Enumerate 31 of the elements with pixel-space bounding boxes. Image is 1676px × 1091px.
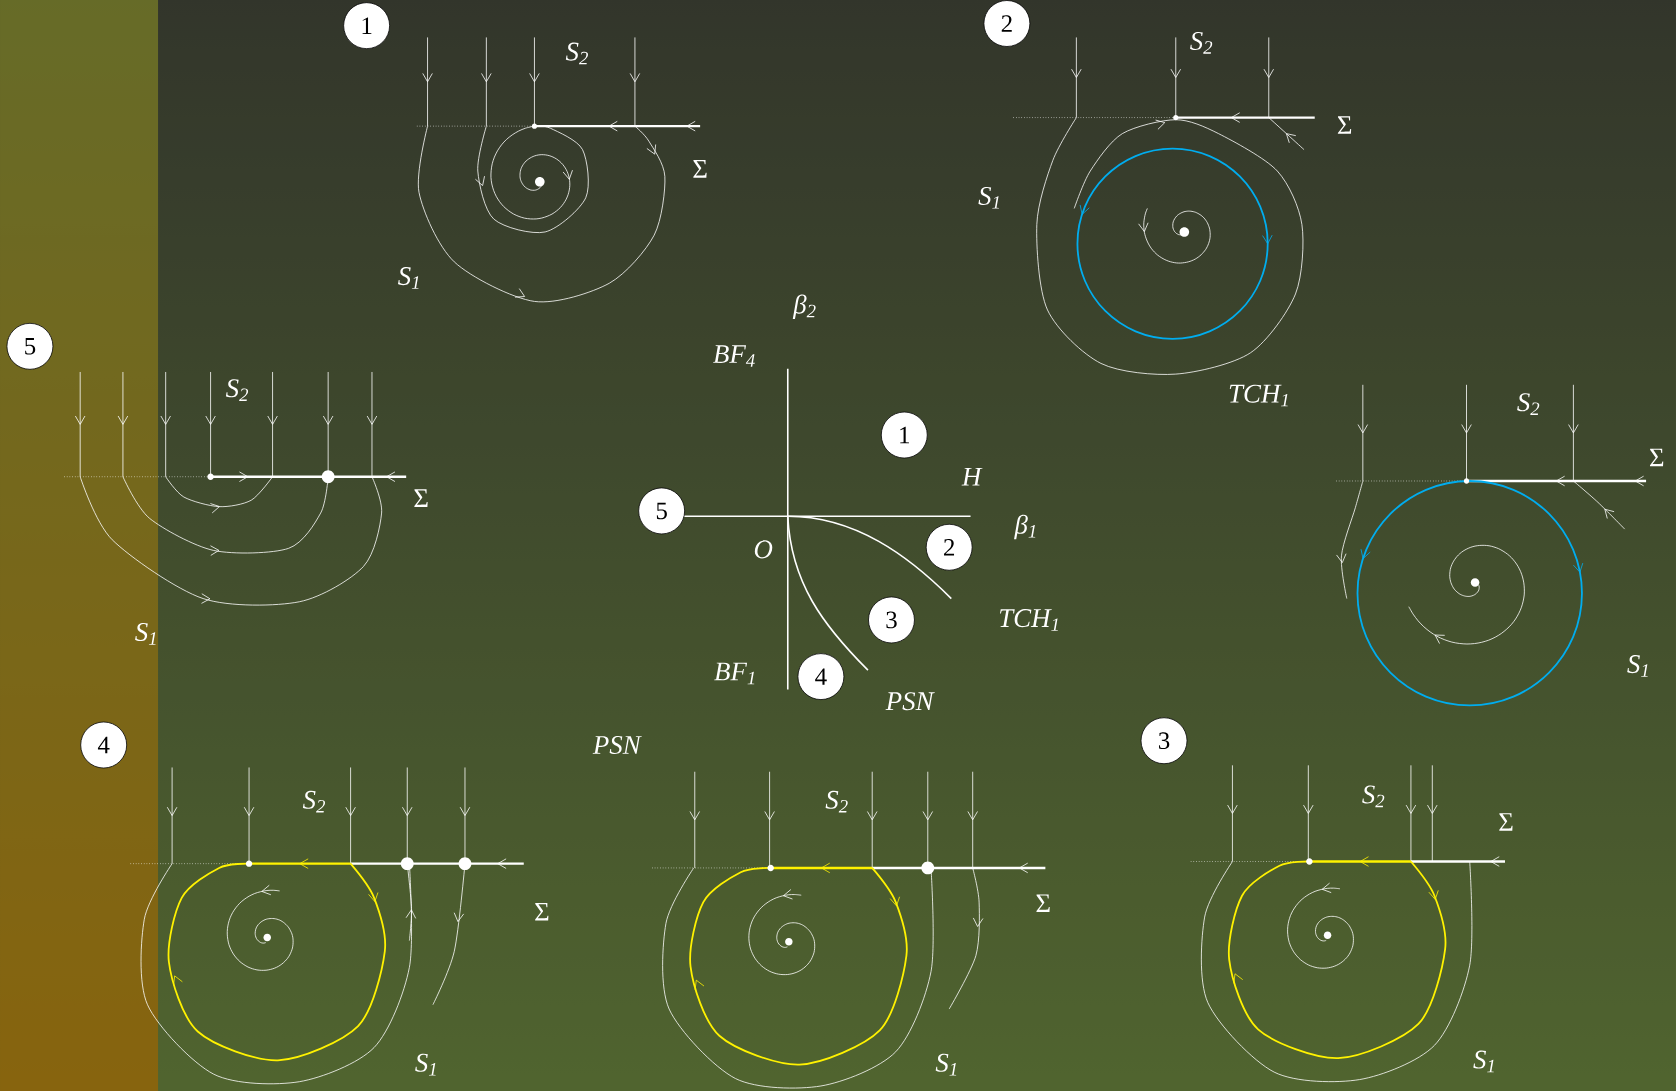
math-label: β$_{1}$ <box>1014 514 1036 540</box>
math-label: Σ <box>535 902 549 921</box>
math-label: S$_{1}$ <box>1627 654 1648 677</box>
math-label: S$_{1}$ <box>1473 1050 1494 1073</box>
math-label: Σ <box>1337 116 1352 134</box>
math-label: TCH$_{1}$ <box>1229 384 1288 407</box>
math-label: β$_{2}$ <box>792 294 816 319</box>
math-label: Σ <box>693 159 707 178</box>
math-label: S$_{1}$ <box>978 186 999 209</box>
math-label: O <box>754 540 773 559</box>
math-label: Σ <box>1650 448 1664 467</box>
math-label: Σ <box>1036 894 1050 912</box>
math-label: PSN <box>885 692 935 711</box>
math-label: S$_{2}$ <box>1517 393 1540 415</box>
math-label: H <box>961 467 983 486</box>
math-label: S$_{1}$ <box>415 1053 436 1076</box>
math-label: S$_{2}$ <box>825 790 848 813</box>
math-label: S$_{1}$ <box>935 1053 957 1076</box>
math-label: S$_{2}$ <box>1362 785 1385 808</box>
math-label: PSN <box>592 735 642 754</box>
math-label: Σ <box>414 489 428 507</box>
math-label: S$_{1}$ <box>398 266 419 289</box>
math-label: S$_{2}$ <box>302 790 326 813</box>
math-label: TCH$_{1}$ <box>1000 608 1058 631</box>
math-label: S$_{2}$ <box>225 379 249 401</box>
math-label: S$_{2}$ <box>1190 31 1213 54</box>
math-label: S$_{2}$ <box>565 42 588 65</box>
math-label: BF$_{1}$ <box>714 662 755 684</box>
math-label: BF$_{4}$ <box>713 345 755 367</box>
math-label: S$_{1}$ <box>135 622 156 645</box>
math-label: Σ <box>1499 813 1513 831</box>
